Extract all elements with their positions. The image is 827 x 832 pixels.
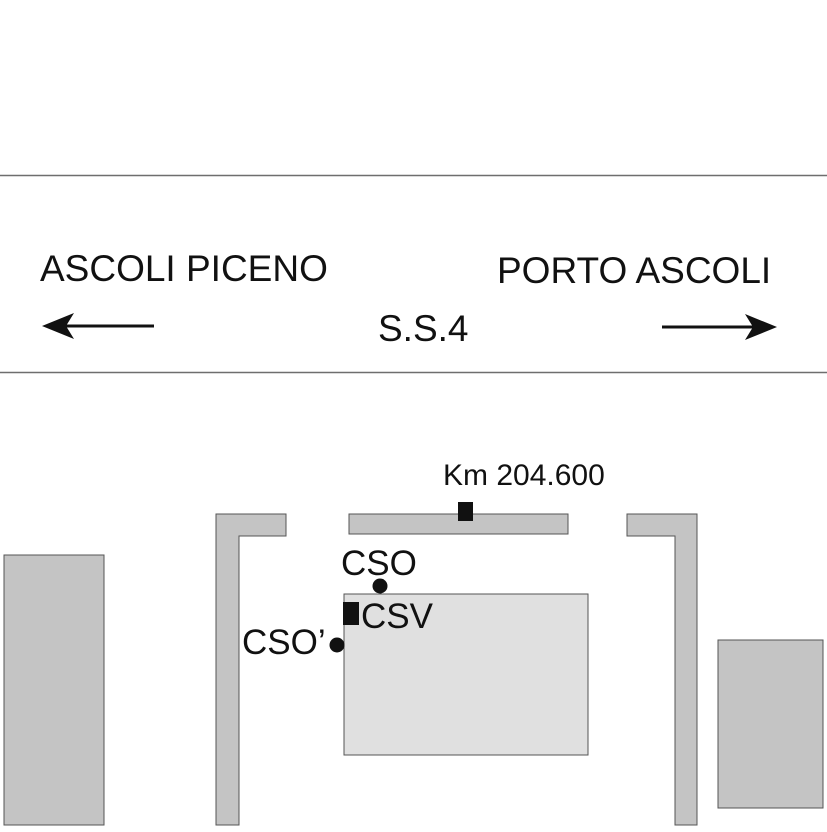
right-destination-label: PORTO ASCOLI <box>497 250 771 291</box>
building-left <box>3 554 105 826</box>
arrow-left-icon <box>42 313 154 339</box>
km-marker-label: Km 204.600 <box>443 459 605 492</box>
left-destination-label: ASCOLI PICENO <box>40 248 328 289</box>
building-right <box>717 639 824 809</box>
csv-marker-square <box>343 602 359 625</box>
wall-right <box>626 513 698 826</box>
cso-label: CSO <box>341 544 417 583</box>
cso-prime-point <box>329 637 345 653</box>
road-name-label: S.S.4 <box>378 308 469 349</box>
arrow-right-icon <box>662 314 777 340</box>
csv-label: CSV <box>361 597 434 636</box>
central-building <box>343 593 589 756</box>
km-marker-square <box>458 502 473 521</box>
cso-point <box>372 578 388 594</box>
cso-prime-label: CSO’ <box>242 623 326 662</box>
wall-left <box>215 513 287 826</box>
